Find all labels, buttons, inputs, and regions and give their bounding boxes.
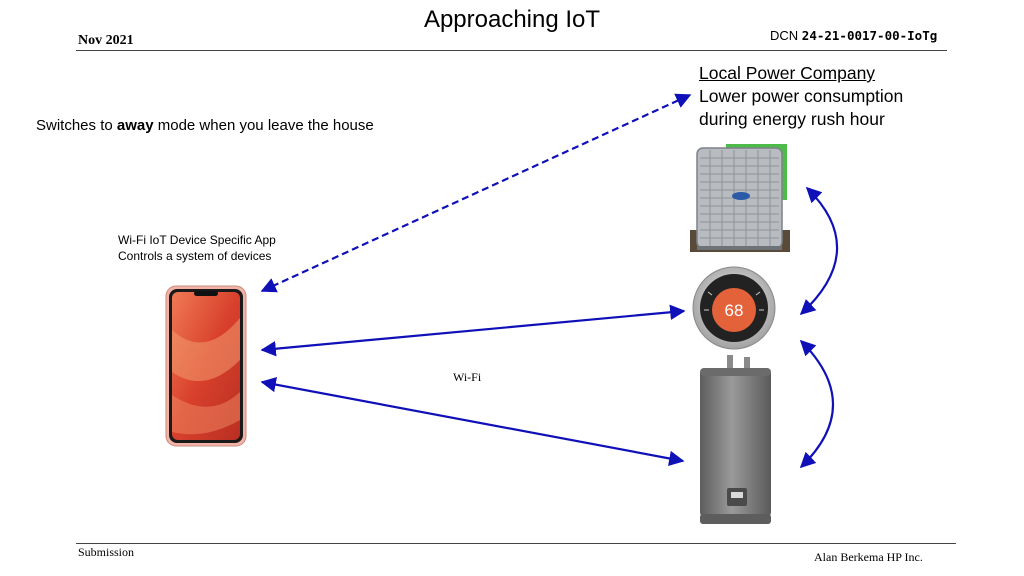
arrow-phone-to-thermostat (260, 304, 686, 357)
arrow-ac-to-thermostat (799, 186, 839, 316)
thermostat-icon: 68 (692, 266, 776, 350)
dcn-number: 24-21-0017-00-IoTg (801, 28, 938, 43)
app-label-line1: Wi-Fi IoT Device Specific App (118, 233, 276, 247)
arrow-thermostat-to-water-heater (799, 339, 834, 469)
arrow-phone-to-power-company (260, 93, 692, 293)
dcn-prefix: DCN (770, 28, 799, 43)
power-company-title: Local Power Company (699, 63, 876, 83)
water-heater-icon (700, 355, 771, 524)
power-company-line1: Lower power consumption (699, 86, 904, 106)
app-label: Wi-Fi IoT Device Specific App Controls a… (118, 232, 276, 264)
slide-title: Approaching IoT (423, 6, 601, 33)
away-suffix: mode when you leave the house (153, 117, 374, 134)
power-company-label: Local Power Company Lower power consumpt… (699, 62, 903, 131)
arrows (260, 93, 839, 469)
footer-rule (76, 543, 956, 544)
footer-author: Alan Berkema HP Inc. (814, 550, 923, 564)
header-rule (76, 50, 947, 51)
dcn-label: DCN 24-21-0017-00-IoTg (770, 28, 937, 43)
away-mode-label: Switches to away mode when you leave the… (36, 117, 374, 134)
thermostat-reading: 68 (725, 301, 744, 320)
power-company-line2: during energy rush hour (699, 109, 885, 129)
away-bold: away (116, 117, 154, 134)
wifi-label: Wi-Fi (453, 370, 482, 384)
away-prefix: Switches to (36, 117, 117, 134)
footer-submission: Submission (78, 545, 135, 559)
header-date: Nov 2021 (78, 33, 134, 48)
air-conditioner-icon (690, 144, 790, 252)
smartphone-icon (165, 285, 247, 447)
app-label-line2: Controls a system of devices (118, 249, 272, 263)
arrow-phone-to-water-heater (260, 376, 685, 467)
